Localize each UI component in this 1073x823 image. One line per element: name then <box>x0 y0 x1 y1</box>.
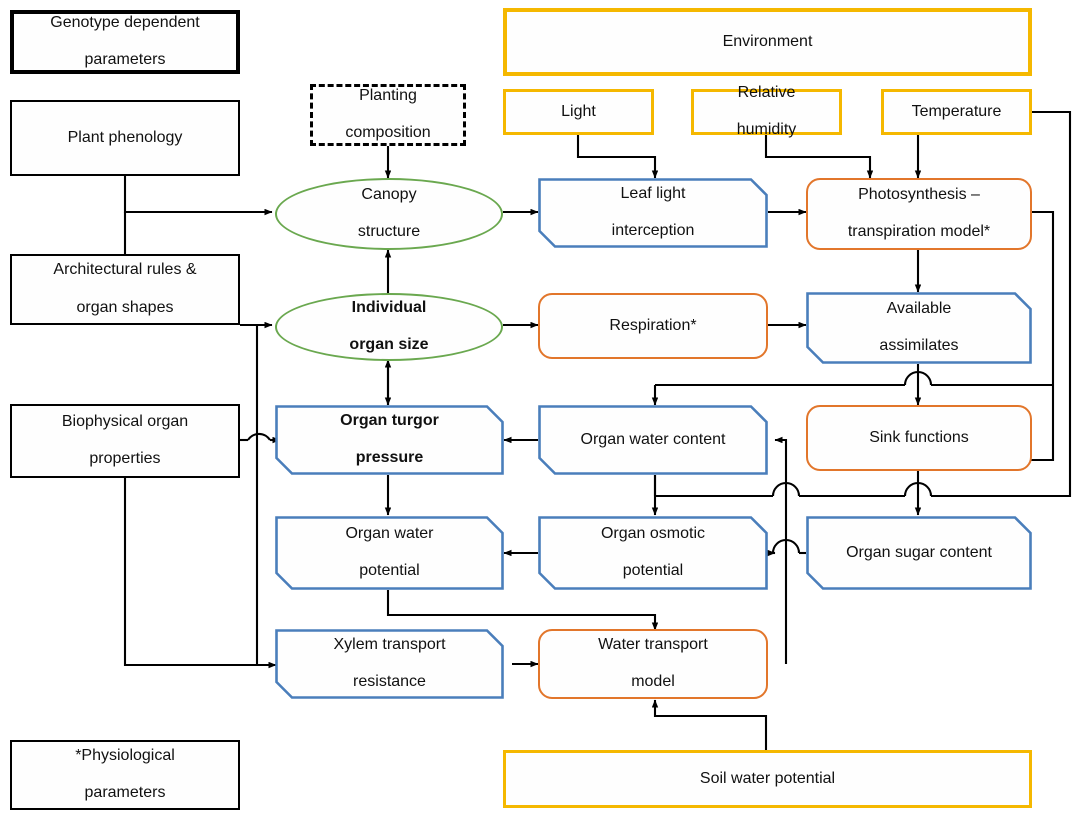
node-label: Sink functions <box>869 428 969 446</box>
node-biophysical-organ-properties[interactable]: Biophysical organ properties <box>10 404 240 478</box>
node-label: Leaf light interception <box>600 185 707 242</box>
node-organ-water-potential[interactable]: Organ water potential <box>275 516 504 590</box>
node-leaf-light-interception[interactable]: Leaf light interception <box>538 178 768 248</box>
label-line-1: Photosynthesis – <box>858 185 980 203</box>
node-photosynthesis-transpiration-model[interactable]: Photosynthesis – transpiration model* <box>806 178 1032 250</box>
blue-cut-corner-shape <box>275 629 504 699</box>
blue-cut-corner-shape <box>806 516 1032 590</box>
node-label: Plant phenology <box>67 128 183 146</box>
blue-cut-corner-shape <box>275 516 504 590</box>
node-label: Light <box>561 102 596 120</box>
node-organ-turgor-pressure[interactable]: Organ turgor pressure <box>275 405 504 475</box>
node-label: Organ sugar content <box>846 543 992 561</box>
label-line-2: composition <box>345 124 431 142</box>
node-label: Organ water potential <box>333 525 445 582</box>
blue-cut-corner-shape <box>538 405 768 475</box>
node-label: Organ osmotic potential <box>589 525 717 582</box>
blue-cut-corner-shape <box>275 405 504 475</box>
node-label: Individual organ size <box>337 299 440 356</box>
label-line-2: parameters <box>84 784 166 802</box>
blue-cut-corner-shape <box>538 178 768 248</box>
node-label: Water transport model <box>586 636 720 693</box>
label-line-1: Biophysical organ <box>61 412 189 430</box>
label-line-2: properties <box>89 450 161 468</box>
label-line-1: Water transport <box>598 635 708 653</box>
label-line-1: Genotype dependent <box>50 13 200 31</box>
label-line-2: transpiration model* <box>847 223 991 241</box>
node-soil-water-potential[interactable]: Soil water potential <box>503 750 1032 808</box>
node-temperature[interactable]: Temperature <box>881 89 1032 135</box>
node-label: Canopy structure <box>346 186 432 243</box>
node-sink-functions[interactable]: Sink functions <box>806 405 1032 471</box>
label-line-2: humidity <box>736 121 797 139</box>
label-line-2: potential <box>622 562 684 580</box>
blue-cut-corner-shape <box>806 292 1032 364</box>
node-label: Soil water potential <box>699 769 836 787</box>
label-line-1: Leaf light <box>620 184 686 202</box>
node-architectural-rules[interactable]: Architectural rules & organ shapes <box>10 254 240 325</box>
node-water-transport-model[interactable]: Water transport model <box>538 629 768 699</box>
node-label: Architectural rules & organ shapes <box>41 261 208 318</box>
node-label: Temperature <box>911 102 1002 120</box>
node-respiration[interactable]: Respiration* <box>538 293 768 359</box>
label-line-1: Organ turgor <box>340 411 439 429</box>
node-label: Xylem transport resistance <box>321 636 457 693</box>
label-line-2: model <box>631 673 675 691</box>
node-environment[interactable]: Environment <box>503 8 1032 76</box>
blue-cut-corner-shape <box>538 516 768 590</box>
label-line-2: resistance <box>353 673 426 691</box>
label-line-2: potential <box>359 562 420 580</box>
label-line-1: Organ osmotic <box>600 524 706 542</box>
node-planting-composition[interactable]: Planting composition <box>310 84 466 146</box>
label-line-1: Architectural rules & <box>53 261 197 279</box>
node-available-assimilates[interactable]: Available assimilates <box>806 292 1032 364</box>
node-label: Respiration* <box>609 316 697 334</box>
label-line-1: Planting <box>359 86 417 104</box>
label-line-1: Xylem transport <box>333 635 446 653</box>
label-line-1: Organ water <box>345 524 434 542</box>
node-label: Organ water content <box>580 430 726 448</box>
label-line-2: pressure <box>355 449 424 467</box>
label-line-2: interception <box>611 222 695 240</box>
label-line-2: organ shapes <box>76 298 174 316</box>
label-line-2: structure <box>357 223 421 241</box>
node-label: Organ turgor pressure <box>328 412 451 469</box>
node-canopy-structure[interactable]: Canopy structure <box>275 178 503 250</box>
node-xylem-transport-resistance[interactable]: Xylem transport resistance <box>275 629 504 699</box>
label-line-1: *Physiological <box>75 746 175 764</box>
node-label: Planting composition <box>333 87 442 144</box>
label-line-2: parameters <box>84 51 166 69</box>
node-genotype-parameters[interactable]: Genotype dependent parameters <box>10 10 240 74</box>
node-organ-sugar-content[interactable]: Organ sugar content <box>806 516 1032 590</box>
node-plant-phenology[interactable]: Plant phenology <box>10 100 240 176</box>
node-label: *Physiological parameters <box>63 747 187 804</box>
label-line-1: Individual <box>351 298 427 316</box>
label-line-2: assimilates <box>879 337 959 355</box>
node-label: Photosynthesis – transpiration model* <box>836 186 1002 243</box>
node-organ-osmotic-potential[interactable]: Organ osmotic potential <box>538 516 768 590</box>
node-label: Available assimilates <box>867 300 970 357</box>
node-organ-water-content[interactable]: Organ water content <box>538 405 768 475</box>
node-label: Genotype dependent parameters <box>38 14 211 71</box>
label-line-2: organ size <box>349 336 429 354</box>
node-light[interactable]: Light <box>503 89 654 135</box>
node-label: Biophysical organ properties <box>50 413 200 470</box>
node-physiological-parameters[interactable]: *Physiological parameters <box>10 740 240 810</box>
label-line-1: Relative <box>737 83 796 101</box>
node-label: Relative humidity <box>725 84 809 141</box>
label-line-1: Available <box>886 299 952 317</box>
node-individual-organ-size[interactable]: Individual organ size <box>275 293 503 361</box>
label-line-1: Canopy <box>361 185 417 203</box>
node-label: Environment <box>722 32 813 50</box>
node-relative-humidity[interactable]: Relative humidity <box>691 84 842 138</box>
